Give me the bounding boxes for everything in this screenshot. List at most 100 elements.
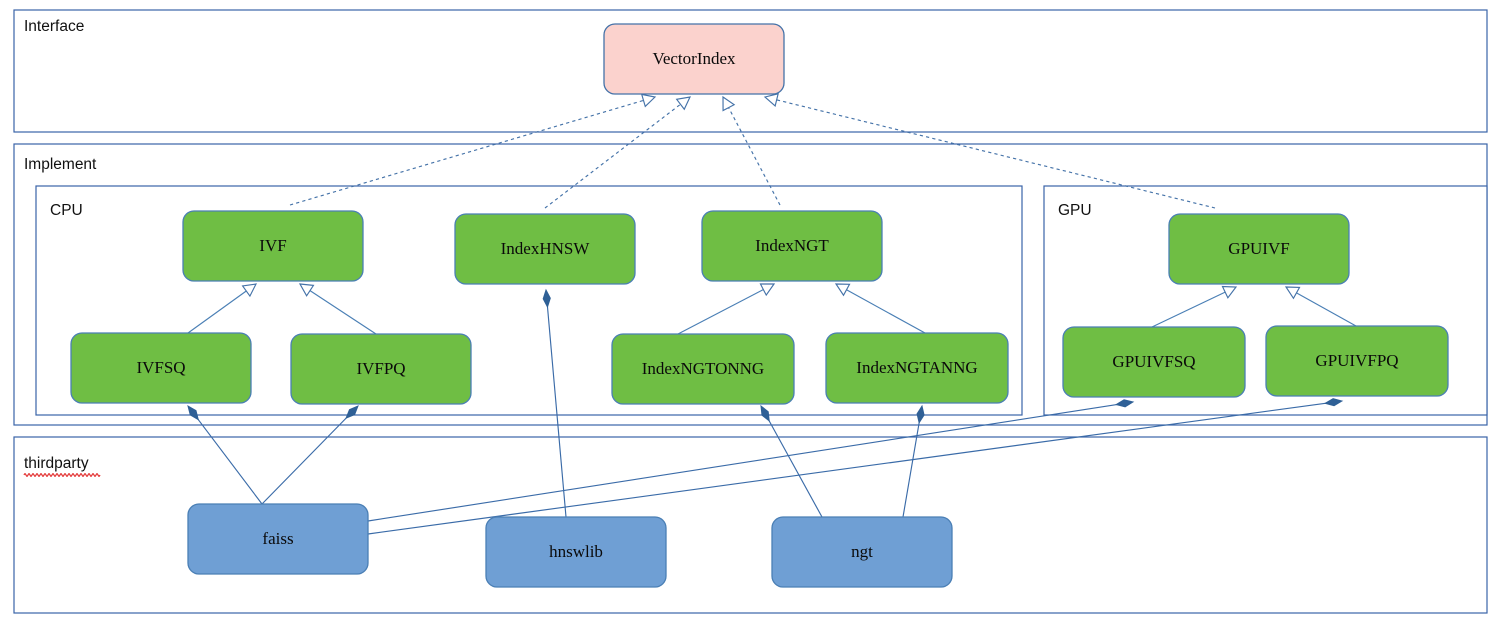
edge-line-faiss-ivfpq bbox=[261, 415, 349, 505]
class-label-ivf: IVF bbox=[259, 236, 286, 255]
class-box-gpuivfpq[interactable] bbox=[1265, 325, 1449, 397]
edge-line-ivfpq-ivf bbox=[309, 290, 377, 335]
container-label-thirdparty: thirdparty bbox=[24, 455, 89, 472]
edge-line-ngt-onng bbox=[767, 417, 823, 518]
container-label-cpu: CPU bbox=[50, 202, 83, 219]
class-box-vectorindex[interactable] bbox=[603, 23, 785, 95]
edges-layer bbox=[187, 93, 1357, 535]
edge-line-anng-ngt bbox=[846, 289, 926, 334]
class-box-gpuivfsq[interactable] bbox=[1062, 326, 1246, 398]
class-box-gpuivf[interactable] bbox=[1168, 213, 1350, 285]
edge-ivfpq-ivf bbox=[298, 283, 377, 335]
arrowhead-hollow-triangle-icon bbox=[759, 283, 776, 297]
class-node-ngt[interactable]: ngt bbox=[771, 516, 953, 588]
edge-line-gpuivfpq-gpuivf bbox=[1296, 292, 1357, 327]
class-label-indexngtanng: IndexNGTANNG bbox=[856, 358, 977, 377]
edge-line-gpuivfsq-gpuivf bbox=[1151, 291, 1226, 328]
edge-ngt-onng bbox=[760, 404, 823, 518]
class-node-faiss[interactable]: faiss bbox=[187, 503, 369, 575]
edge-faiss-ivfpq bbox=[261, 405, 359, 505]
edge-gpuivfpq-gpuivf bbox=[1284, 286, 1357, 327]
class-box-ngt[interactable] bbox=[771, 516, 953, 588]
edge-line-ivf-vectorindex bbox=[289, 99, 644, 206]
class-node-gpuivf[interactable]: GPUIVF bbox=[1168, 213, 1350, 285]
composition-diamond-icon bbox=[760, 404, 770, 423]
class-node-vectorindex[interactable]: VectorIndex bbox=[603, 23, 785, 95]
edge-faiss-gpuivfsq bbox=[367, 399, 1135, 522]
edge-hnsw-vectorindex bbox=[544, 96, 691, 209]
class-node-ivfpq[interactable]: IVFPQ bbox=[290, 333, 472, 405]
edge-line-gpuivf-vectorindex bbox=[776, 99, 1216, 209]
arrowhead-hollow-triangle-icon bbox=[241, 283, 258, 298]
edge-line-ngt-vectorindex bbox=[728, 107, 781, 206]
edge-line-faiss-gpuivfpq bbox=[367, 402, 1329, 535]
container-label-gpu: GPU bbox=[1058, 202, 1092, 219]
class-label-faiss: faiss bbox=[262, 529, 293, 548]
class-box-ivfsq[interactable] bbox=[70, 332, 252, 404]
class-box-indexngtonng[interactable] bbox=[611, 333, 795, 405]
class-label-hnswlib: hnswlib bbox=[549, 542, 603, 561]
class-box-indexhnsw[interactable] bbox=[454, 213, 636, 285]
class-node-indexngtonng[interactable]: IndexNGTONNG bbox=[611, 333, 795, 405]
edge-gpuivf-vectorindex bbox=[763, 93, 1216, 209]
class-node-indexhnsw[interactable]: IndexHNSW bbox=[454, 213, 636, 285]
class-box-hnswlib[interactable] bbox=[485, 516, 667, 588]
class-label-vectorindex: VectorIndex bbox=[652, 49, 736, 68]
edge-ngt-vectorindex bbox=[722, 95, 781, 206]
composition-diamond-icon bbox=[542, 288, 551, 309]
class-node-ivf[interactable]: IVF bbox=[182, 210, 364, 282]
class-box-indexngtanng[interactable] bbox=[825, 332, 1009, 404]
class-label-ivfsq: IVFSQ bbox=[136, 358, 185, 377]
edge-line-ivfsq-ivf bbox=[187, 290, 247, 334]
class-box-faiss[interactable] bbox=[187, 503, 369, 575]
edge-ngt-anng bbox=[902, 404, 925, 518]
composition-diamond-icon bbox=[1323, 398, 1344, 407]
class-box-ivfpq[interactable] bbox=[290, 333, 472, 405]
arrowhead-hollow-triangle-icon bbox=[640, 93, 657, 108]
class-label-ivfpq: IVFPQ bbox=[356, 359, 405, 378]
arrowhead-hollow-triangle-icon bbox=[1221, 285, 1238, 299]
class-label-ngt: ngt bbox=[851, 542, 873, 561]
edge-onng-ngt bbox=[677, 283, 776, 335]
class-node-indexngt[interactable]: IndexNGT bbox=[701, 210, 883, 282]
arrowhead-hollow-triangle-icon bbox=[675, 96, 691, 111]
edge-line-hnsw-vectorindex bbox=[544, 103, 681, 209]
spellcheck-underline-thirdparty bbox=[23, 473, 101, 477]
class-label-indexhnsw: IndexHNSW bbox=[501, 239, 591, 258]
class-label-gpuivfpq: GPUIVFPQ bbox=[1315, 351, 1398, 370]
arrowhead-hollow-triangle-icon bbox=[834, 283, 851, 297]
class-node-ivfsq[interactable]: IVFSQ bbox=[70, 332, 252, 404]
edge-line-ngt-anng bbox=[902, 419, 921, 518]
composition-diamond-icon bbox=[187, 404, 200, 421]
class-label-indexngtonng: IndexNGTONNG bbox=[642, 359, 764, 378]
edge-ivf-vectorindex bbox=[289, 93, 657, 206]
arrowhead-hollow-triangle-icon bbox=[722, 95, 736, 112]
class-label-gpuivf: GPUIVF bbox=[1228, 239, 1289, 258]
container-label-interface: Interface bbox=[24, 18, 84, 35]
class-box-indexngt[interactable] bbox=[701, 210, 883, 282]
class-label-gpuivfsq: GPUIVFSQ bbox=[1112, 352, 1195, 371]
class-node-hnswlib[interactable]: hnswlib bbox=[485, 516, 667, 588]
class-node-indexngtanng[interactable]: IndexNGTANNG bbox=[825, 332, 1009, 404]
arrowhead-hollow-triangle-icon bbox=[298, 283, 315, 297]
composition-diamond-icon bbox=[1114, 399, 1135, 408]
arrowhead-hollow-triangle-icon bbox=[1284, 286, 1301, 300]
class-node-gpuivfsq[interactable]: GPUIVFSQ bbox=[1062, 326, 1246, 398]
container-label-implement: Implement bbox=[24, 156, 97, 173]
class-label-indexngt: IndexNGT bbox=[755, 236, 829, 255]
edge-line-faiss-ivfsq bbox=[195, 416, 263, 505]
edge-faiss-ivfsq bbox=[187, 404, 263, 505]
class-box-ivf[interactable] bbox=[182, 210, 364, 282]
edge-faiss-gpuivfpq bbox=[367, 398, 1344, 535]
edge-anng-ngt bbox=[834, 283, 926, 334]
class-node-gpuivfpq[interactable]: GPUIVFPQ bbox=[1265, 325, 1449, 397]
composition-diamond-icon bbox=[345, 405, 359, 420]
edge-gpuivfsq-gpuivf bbox=[1151, 285, 1238, 328]
edge-line-hnswlib-indexhnsw bbox=[546, 303, 567, 518]
arrowhead-hollow-triangle-icon bbox=[763, 93, 779, 107]
composition-diamond-icon bbox=[916, 404, 925, 425]
edge-line-onng-ngt bbox=[677, 289, 764, 335]
edge-line-faiss-gpuivfsq bbox=[367, 403, 1120, 522]
